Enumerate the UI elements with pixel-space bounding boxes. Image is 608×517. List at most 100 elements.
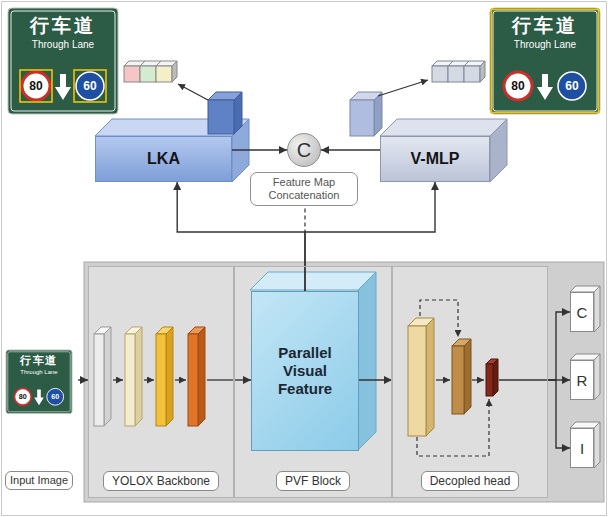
sign-text: 行车道: [8, 13, 118, 37]
stage-panel: Decopled head: [392, 266, 548, 498]
vector-cell: [448, 66, 464, 82]
head-layer-front: [408, 326, 426, 436]
feature-arrow: [178, 84, 208, 100]
speed-circle: [14, 388, 31, 405]
head-layer-front: [452, 346, 464, 414]
pipeline-panel: [84, 262, 604, 502]
node-label: Decopled head: [421, 471, 520, 491]
output-slab-side: [594, 286, 600, 332]
sign-board: [6, 350, 72, 414]
stage-panel: PVF Block Parallel Visual Feature: [234, 266, 392, 498]
detection-box: [20, 70, 52, 102]
node-label: Input Image: [5, 471, 73, 490]
speed-circle: [558, 72, 586, 100]
output-box: R: [570, 360, 594, 400]
connector: [232, 149, 287, 150]
feature-cube: Parallel Visual Feature: [251, 291, 359, 451]
vector-cell: [464, 66, 480, 82]
output-box: C: [570, 292, 594, 332]
connector: [548, 312, 570, 380]
backbone-layer-front: [156, 334, 166, 426]
connector: [321, 149, 380, 150]
connector: [234, 379, 251, 380]
node-label: Parallel Visual Feature: [258, 344, 352, 398]
vmlp-cube-front: [350, 100, 374, 136]
down-arrow: [537, 74, 553, 100]
sign-board: [490, 8, 600, 114]
lka-cube-front: [208, 100, 234, 134]
layer-arrow: [436, 379, 450, 380]
head-layer-side: [493, 359, 498, 396]
backbone-layer-front: [125, 334, 135, 426]
vector-side: [172, 61, 177, 82]
sign-text: 行车道: [490, 13, 600, 37]
mlp-block: V-MLP: [380, 136, 490, 182]
skip-connection: [417, 399, 489, 456]
lka-cube-side: [234, 92, 242, 134]
panel-fill: [234, 266, 392, 498]
head-layer-side: [464, 339, 471, 414]
vector-cell: [432, 66, 448, 82]
node-label: Feature Map Concatenation: [255, 176, 353, 202]
sign-text: 80: [14, 392, 31, 402]
stage-panel: YOLOX Backbone: [88, 266, 234, 498]
pvf-cube-side: [358, 272, 376, 450]
layer-arrow: [472, 379, 484, 380]
feature-arrow: [378, 80, 428, 96]
connector: [78, 379, 88, 380]
concat-circle: C: [287, 133, 321, 167]
sign-text: Through Lane: [490, 39, 600, 51]
node-label: YOLOX Backbone: [103, 471, 219, 491]
vmlp-block-side: [490, 119, 507, 182]
sign-text: 60: [47, 392, 64, 402]
connector: [359, 379, 392, 380]
sign-text: 80: [504, 78, 532, 94]
down-arrow: [34, 390, 44, 406]
output-slab-side: [594, 422, 600, 468]
vector-cell: [156, 66, 172, 82]
speed-circle: [22, 72, 50, 100]
detection-box: [74, 70, 106, 102]
skip-connection: [420, 300, 458, 337]
vector-cell: [124, 66, 140, 82]
output-box: I: [570, 428, 594, 468]
backbone-layer-side: [198, 327, 205, 426]
layer-link: [207, 379, 234, 380]
pvf-cube-top: [250, 272, 376, 290]
sign-text: Through Lane: [8, 39, 118, 51]
backbone-layer-front: [94, 334, 104, 426]
speed-circle: [504, 72, 532, 100]
node-label: PVF Block: [276, 471, 350, 491]
speed-circle: [47, 388, 64, 405]
down-arrow: [55, 74, 71, 100]
node-label: C: [297, 140, 311, 160]
panel-fill: [88, 266, 234, 498]
dashed-link: [304, 208, 305, 232]
layer-link: [499, 379, 548, 380]
sign-board: [8, 8, 118, 114]
node-label: I: [580, 440, 584, 457]
sign-text: 80: [22, 78, 50, 94]
attention-block: LKA: [95, 136, 232, 182]
backbone-layer-side: [104, 327, 111, 426]
layer-arrow: [175, 379, 186, 380]
node-label: LKA: [147, 150, 180, 168]
layer-arrow: [113, 379, 123, 380]
node-label: C: [577, 304, 588, 321]
backbone-layer-front: [188, 334, 198, 426]
sign-text: Through Lane: [6, 369, 72, 376]
head-layer-front: [486, 364, 493, 396]
vmlp-block-top: [380, 119, 507, 136]
sign-text: 行车道: [6, 353, 72, 367]
output-slab-side: [594, 354, 600, 400]
layer-arrow: [144, 379, 154, 380]
sign-text: 60: [558, 78, 586, 94]
backbone-layer-side: [166, 327, 173, 426]
backbone-layer-side: [135, 327, 142, 426]
sign-text: 60: [76, 78, 104, 94]
node-label: V-MLP: [411, 150, 460, 168]
speed-circle: [76, 72, 104, 100]
note-box: Feature Map Concatenation: [250, 172, 358, 206]
